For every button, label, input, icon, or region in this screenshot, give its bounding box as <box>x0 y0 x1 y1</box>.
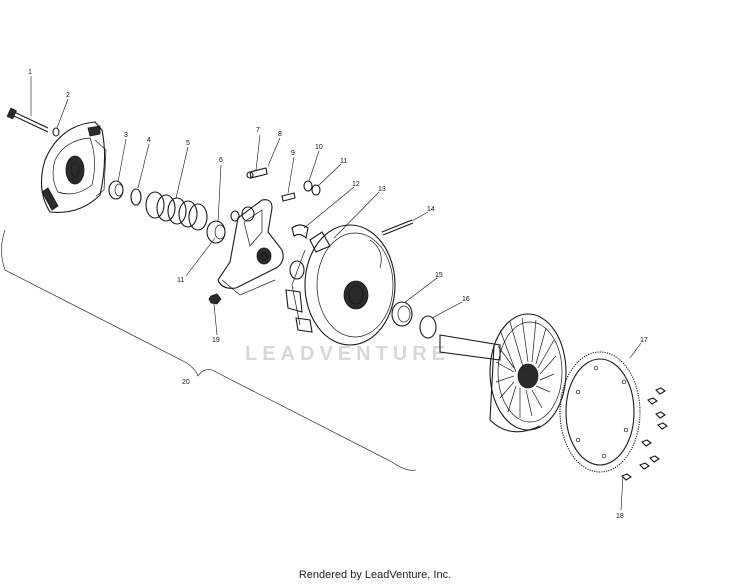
callout-17: 17 <box>640 337 648 344</box>
part-spring <box>145 191 208 231</box>
part-pins-7-8 <box>246 167 268 179</box>
part-ring-small <box>289 260 305 280</box>
part-fixed-sheave <box>439 313 567 433</box>
callout-7: 7 <box>256 127 260 134</box>
leader-lines <box>30 76 642 511</box>
callout-18: 18 <box>616 513 624 520</box>
callout-8: 8 <box>278 131 282 138</box>
part-ring-16 <box>419 315 437 339</box>
callout-4: 4 <box>147 137 151 144</box>
part-clip-12 <box>291 224 309 240</box>
footer-credit: Rendered by LeadVenture, Inc. <box>298 569 452 581</box>
callout-2: 2 <box>66 92 70 99</box>
part-washer-10 <box>303 180 313 192</box>
callout-11-upper: 11 <box>340 158 347 165</box>
callout-5: 5 <box>186 140 190 147</box>
callout-1: 1 <box>28 69 32 76</box>
part-pin-14 <box>381 219 414 236</box>
part-washer-11-upper <box>311 184 321 196</box>
callout-20: 20 <box>182 379 190 386</box>
callout-12: 12 <box>352 181 360 188</box>
part-bushing-3 <box>108 180 124 200</box>
callout-6: 6 <box>219 157 223 164</box>
part-bolt <box>6 107 49 133</box>
callout-labels: 1 2 3 4 5 6 7 8 9 10 11 11 12 13 14 15 1… <box>28 69 648 520</box>
part-movable-sheave <box>285 224 396 346</box>
callout-9: 9 <box>291 150 295 157</box>
callout-19: 19 <box>212 337 220 344</box>
callout-11-lower: 11 <box>177 277 184 284</box>
watermark-text: LEADVENTURE <box>245 343 450 365</box>
callout-14: 14 <box>427 206 435 213</box>
callout-16: 16 <box>462 296 470 303</box>
part-nut-19 <box>208 293 222 305</box>
callout-15: 15 <box>435 272 443 279</box>
part-cover-plate <box>40 121 107 213</box>
callout-3: 3 <box>124 132 128 139</box>
part-washer <box>52 127 60 137</box>
part-ring-gear <box>559 351 641 473</box>
part-spider-arm <box>217 199 284 296</box>
part-ring-4 <box>130 188 142 206</box>
item-20-brace <box>1 229 417 471</box>
part-bushing-6 <box>206 220 226 244</box>
callout-10: 10 <box>315 144 323 151</box>
callout-13: 13 <box>378 186 386 193</box>
part-bushing-15 <box>391 301 413 327</box>
part-screws-18 <box>621 387 668 481</box>
part-pin-9 <box>281 192 296 202</box>
